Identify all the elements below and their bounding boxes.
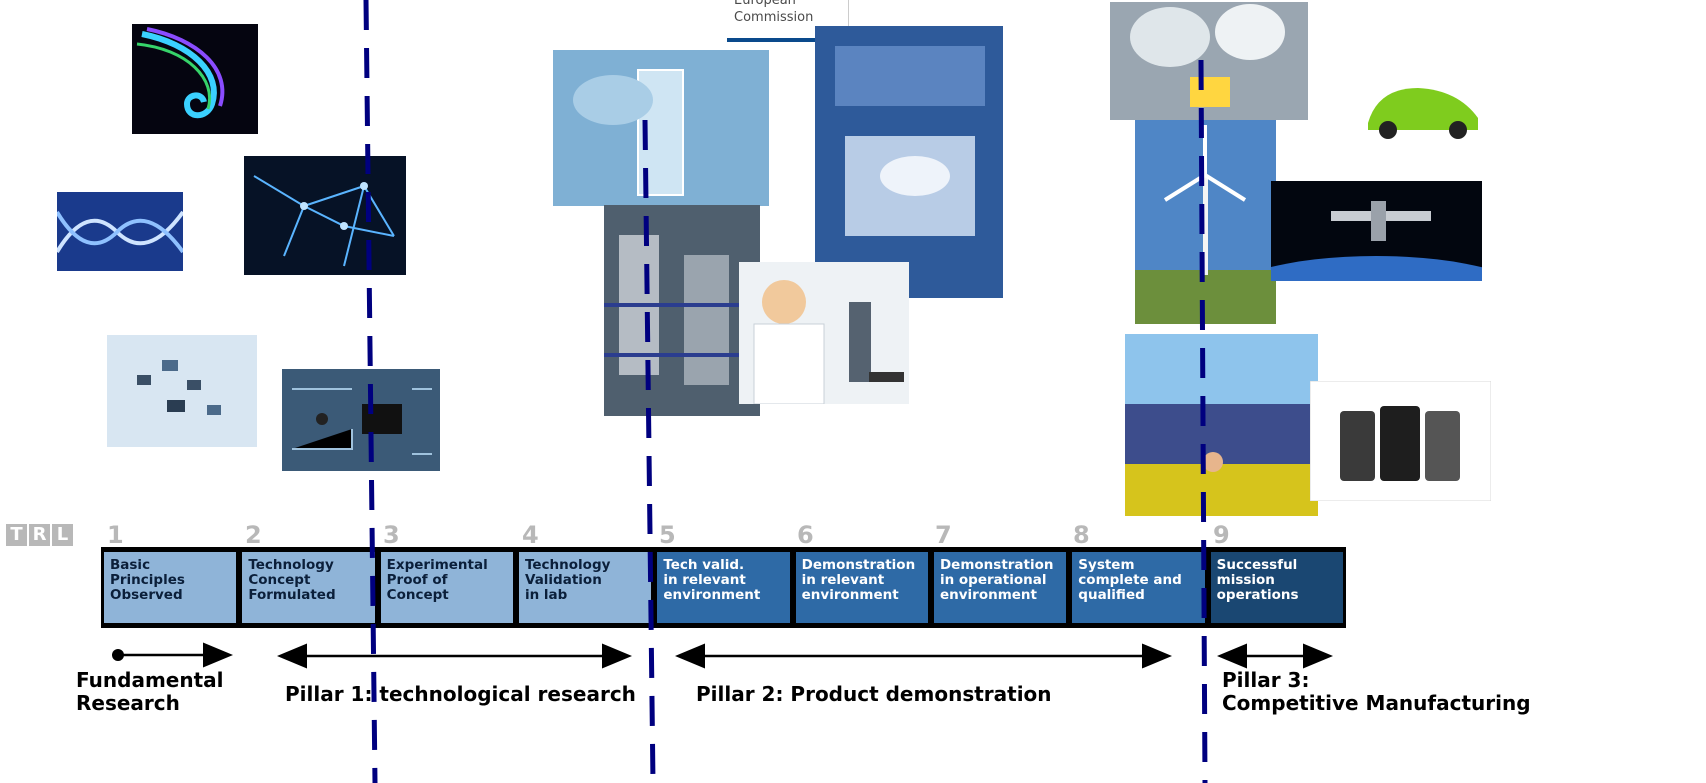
photo-dna-helix [57, 192, 183, 271]
trl-level-number-4: 4 [522, 521, 539, 549]
photo-cleanroom-worker [815, 26, 1003, 298]
trl-level-4-box: Technology Validation in lab [518, 552, 652, 623]
logo-bar [727, 38, 847, 42]
photo-space-station [1271, 181, 1482, 281]
trl-level-number-6: 6 [797, 521, 814, 549]
trl-level-5-box: Tech valid. in relevant environment [657, 552, 790, 623]
logo-line-1: European [734, 0, 796, 8]
photo-industrial-plant [604, 205, 760, 416]
fundamental-research-label: Fundamental Research [76, 668, 224, 715]
trl-badge: T R L [6, 524, 73, 546]
trl-level-number-5: 5 [659, 521, 676, 549]
fundamental-research-arrow [112, 642, 233, 668]
trl-level-number-8: 8 [1073, 521, 1090, 549]
photo-spiral-fiber-art [132, 24, 258, 134]
photo-wind-turbine [1135, 120, 1276, 324]
photo-led-chip-bulbs [1110, 2, 1308, 120]
trl-level-6-box: Demonstration in relevant environment [795, 552, 928, 623]
trl-level-number-3: 3 [383, 521, 400, 549]
photo-green-electric-car [1308, 48, 1495, 154]
trl-level-1-box: Basic Principles Observed [104, 552, 237, 623]
photo-electronic-components [107, 335, 257, 447]
trl-level-8-box: System complete and qualified [1072, 552, 1205, 623]
trl-badge-letter-l: L [52, 524, 73, 546]
trl-level-9-box: Successful mission operations [1210, 552, 1343, 623]
photo-scientist-microscope [739, 262, 909, 404]
photo-mobile-phones [1310, 381, 1491, 501]
trl-level-7-box: Demonstration in operational environment [933, 552, 1067, 623]
trl-badge-letter-t: T [6, 524, 27, 546]
trl-level-2-box: Technology Concept Formulated [242, 552, 375, 623]
pillar-3-label: Pillar 3: Competitive Manufacturing [1222, 668, 1531, 715]
european-commission-logo: European Commission [727, 0, 849, 42]
trl-level-number-9: 9 [1213, 521, 1230, 549]
trl-scale-bar: Basic Principles Observed Technology Con… [101, 547, 1346, 628]
logo-line-2: Commission [734, 10, 814, 25]
pillar-1-label: Pillar 1: technological research [285, 682, 636, 706]
trl-level-3-box: Experimental Proof of Concept [380, 552, 513, 623]
trl-level-number-1: 1 [107, 521, 124, 549]
trl-level-number-7: 7 [935, 521, 952, 549]
trl-level-number-2: 2 [245, 521, 262, 549]
trl-badge-letter-r: R [29, 524, 50, 546]
photo-circuit-board [282, 369, 440, 471]
photo-neural-network [244, 156, 406, 275]
pillar-2-label: Pillar 2: Product demonstration [696, 682, 1052, 706]
photo-solar-panel-field [1125, 334, 1318, 516]
photo-lab-glassware [553, 50, 769, 206]
